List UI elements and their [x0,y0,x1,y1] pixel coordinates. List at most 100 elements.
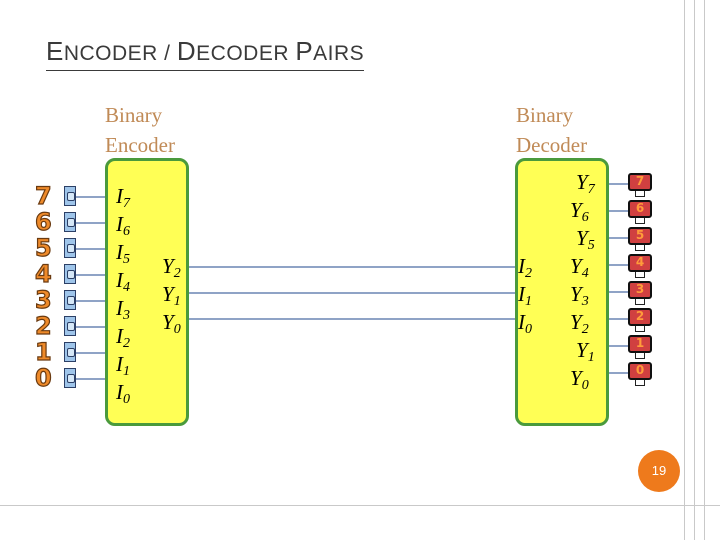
decoder-label: Binary Decoder [516,100,587,160]
frame-line-right-3 [704,0,705,540]
toggle-switch-icon[interactable] [64,368,76,388]
input-digit: 2 [34,312,52,340]
encoder-input-label: I4 [116,268,130,295]
title-text-2: ECODER [196,42,296,65]
input-digit: 1 [34,338,52,366]
encoder-input-label: I7 [116,184,130,211]
title-text-1: NCODER / [63,42,177,65]
encoder-label-line1: Binary [105,103,163,127]
led-base [635,380,645,386]
output-wire [609,318,633,320]
input-wire [76,196,106,198]
led-digit: 4 [635,255,645,269]
encoder-label-line2: Encoder [105,133,175,157]
seven-segment-led-icon [628,308,652,326]
decoder-output-label: Y3 [570,282,589,309]
toggle-switch-icon[interactable] [64,264,76,284]
output-wire [609,372,633,374]
decoder-output-label: Y5 [576,226,595,253]
led-base [635,326,645,332]
decoder-block [515,158,609,426]
encoder-block [105,158,189,426]
slide-title: ENCODER / DECODER PAIRS [46,36,365,71]
led-base [635,299,645,305]
led-digit: 2 [635,309,645,323]
decoder-output-label: Y4 [570,254,589,281]
seven-segment-led-icon [628,254,652,272]
page-number-badge: 19 [638,450,680,492]
input-wire [76,274,106,276]
input-wire [76,248,106,250]
led-digit: 5 [635,228,645,242]
encoder-output-label: Y0 [162,310,181,337]
frame-line-right-2 [694,0,695,540]
title-cap-d: D [176,36,197,66]
toggle-switch-icon[interactable] [64,316,76,336]
output-wire [609,183,633,185]
encoder-input-label: I1 [116,352,130,379]
decoder-output-label: Y7 [576,170,595,197]
led-base [635,272,645,278]
decoder-output-label: Y6 [570,198,589,225]
led-digit: 0 [635,363,645,377]
bus-wire-y0 [189,318,515,320]
title-cap-e: E [46,36,64,66]
led-digit: 6 [635,201,645,215]
seven-segment-led-icon [628,362,652,380]
led-base [635,245,645,251]
decoder-label-line1: Binary [516,103,574,127]
input-wire [76,300,106,302]
output-wire [609,264,633,266]
bus-wire-y2 [189,266,515,268]
seven-segment-led-icon [628,200,652,218]
toggle-switch-icon[interactable] [64,238,76,258]
title-text-3: AIRS [313,42,365,65]
encoder-input-label: I3 [116,296,130,323]
encoder-input-label: I6 [116,212,130,239]
encoder-label: Binary Encoder [105,100,175,160]
decoder-output-label: Y2 [570,310,589,337]
input-wire [76,378,106,380]
frame-line-right-1 [684,0,685,540]
led-base [635,353,645,359]
toggle-switch-icon[interactable] [64,342,76,362]
decoder-output-label: Y1 [576,338,595,365]
decoder-input-label: I2 [518,254,532,281]
toggle-switch-icon[interactable] [64,212,76,232]
led-base [635,191,645,197]
decoder-input-label: I0 [518,310,532,337]
input-digit: 4 [34,260,52,288]
input-wire [76,222,106,224]
toggle-switch-icon[interactable] [64,290,76,310]
seven-segment-led-icon [628,335,652,353]
led-digit: 1 [635,336,645,350]
input-wire [76,352,106,354]
toggle-switch-icon[interactable] [64,186,76,206]
encoder-input-label: I0 [116,380,130,407]
output-wire [609,210,633,212]
decoder-input-label: I1 [518,282,532,309]
encoder-input-label: I5 [116,240,130,267]
seven-segment-led-icon [628,281,652,299]
encoder-output-label: Y1 [162,282,181,309]
encoder-output-label: Y2 [162,254,181,281]
input-digit: 0 [34,364,52,392]
output-wire [609,237,633,239]
decoder-output-label: Y0 [570,366,589,393]
input-digit: 5 [34,234,52,262]
output-wire [609,345,633,347]
title-cap-p: P [295,36,314,66]
led-base [635,218,645,224]
led-digit: 3 [635,282,645,296]
output-wire [609,291,633,293]
decoder-label-line2: Decoder [516,133,588,157]
input-digit: 6 [34,208,52,236]
seven-segment-led-icon [628,173,652,191]
led-digit: 7 [635,174,645,188]
encoder-input-label: I2 [116,324,130,351]
input-wire [76,326,106,328]
seven-segment-led-icon [628,227,652,245]
bus-wire-y1 [189,292,515,294]
frame-line-bottom [0,505,720,506]
input-digit: 7 [34,182,52,210]
